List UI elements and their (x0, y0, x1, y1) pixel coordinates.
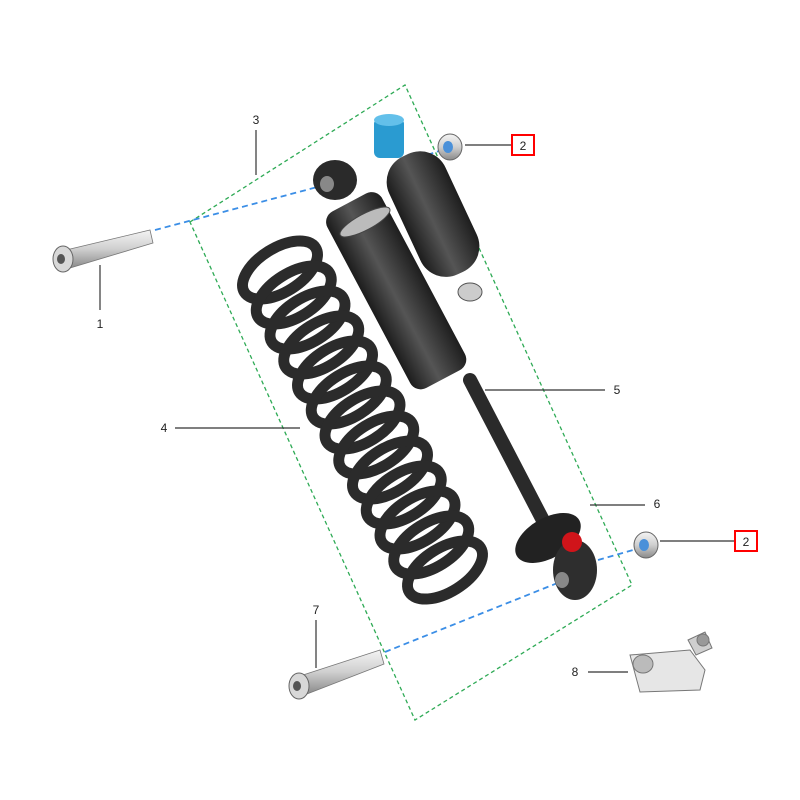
spring-coil (374, 485, 461, 555)
spring-coil (264, 285, 351, 355)
spring-coil (305, 360, 392, 430)
flange-nut-upper (437, 133, 463, 161)
adjuster-knob (562, 532, 582, 552)
spring-coil (237, 235, 323, 305)
spring-coil (278, 310, 365, 380)
highlight-box-2-lower (734, 530, 758, 552)
spring-coil (360, 460, 447, 530)
callout-2-upper[interactable]: 2 (520, 139, 527, 153)
callout-6[interactable]: 6 (654, 497, 661, 511)
spring-coil (333, 410, 420, 480)
callout-1[interactable]: 1 (97, 317, 104, 331)
highlight-box-2-upper (511, 134, 535, 156)
callout-5[interactable]: 5 (614, 383, 621, 397)
bolt-upper (52, 229, 154, 273)
spring-coil (319, 385, 406, 455)
callout-leaders (99, 130, 735, 673)
reservoir-cap (374, 118, 404, 158)
callout-4[interactable]: 4 (161, 421, 168, 435)
flange-nut-lower (633, 531, 659, 559)
callout-3[interactable]: 3 (253, 113, 260, 127)
mounting-bracket (629, 631, 713, 693)
callout-8[interactable]: 8 (572, 665, 579, 679)
spring-coil (250, 260, 337, 330)
shock-absorber (313, 114, 597, 600)
spring-coil (388, 510, 475, 580)
spring-coil (347, 435, 433, 505)
bolt-lower (288, 649, 385, 700)
assembly-outline (189, 84, 633, 721)
callout-2-lower[interactable]: 2 (743, 535, 750, 549)
callout-7[interactable]: 7 (313, 603, 320, 617)
coil-spring (237, 235, 488, 605)
spring-coil (292, 335, 378, 405)
spring-coil (402, 535, 488, 605)
